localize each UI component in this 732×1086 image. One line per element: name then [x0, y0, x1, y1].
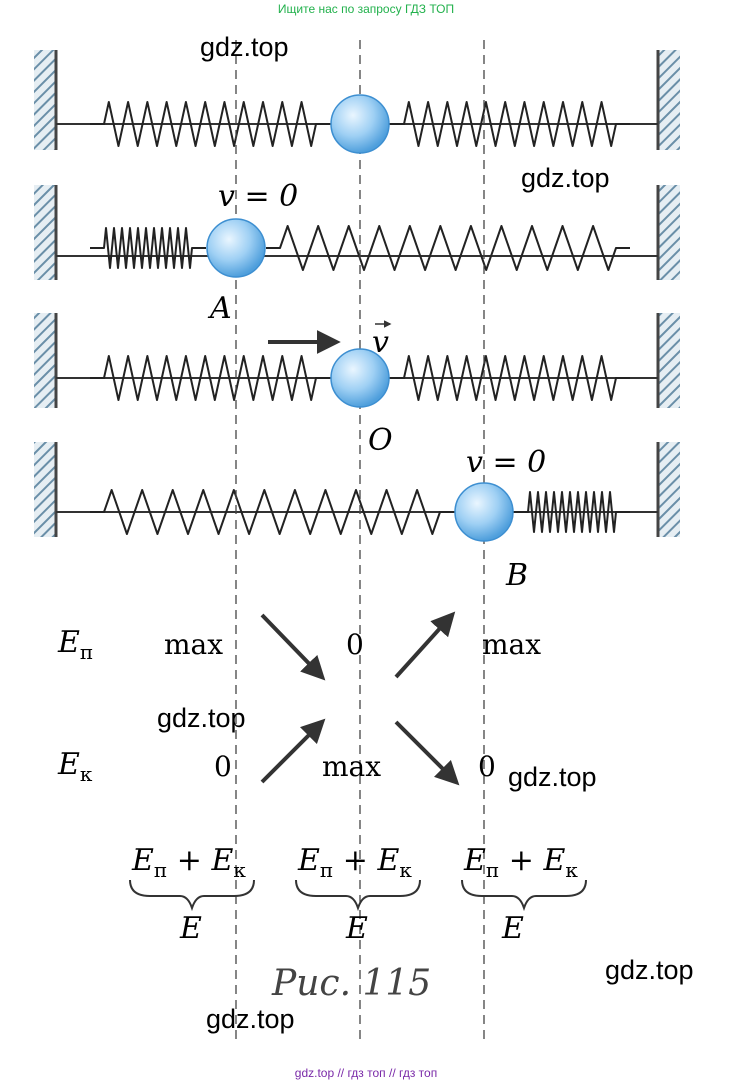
potential-value-b: max: [482, 628, 541, 661]
potential-energy-symbol: Eп: [57, 625, 93, 664]
right-wall-4: [658, 442, 680, 537]
arrow-potential-b-up: [394, 611, 456, 679]
spring-pendulum-figure: v = 0 A v O v = 0 B Eп Eк max 0 max 0 ma…: [34, 40, 680, 1040]
watermark-6: gdz.top: [206, 1004, 295, 1034]
balls: [206, 94, 514, 542]
label-v-zero-b: v = 0: [466, 445, 546, 480]
label-point-o: O: [368, 423, 393, 458]
left-wall-2: [34, 185, 56, 280]
footer-banner: gdz.top // гдз топ // гдз топ: [294, 1066, 438, 1080]
energy-total-a: E: [179, 911, 202, 946]
watermark-5: gdz.top: [605, 955, 694, 985]
energy-sum-b: Eп + Eк E: [461, 843, 587, 946]
right-wall-1: [658, 50, 680, 150]
energy-total-o: E: [345, 911, 368, 946]
svg-text:Eп + Eк: Eп + Eк: [463, 843, 578, 882]
watermark-3: gdz.top: [157, 703, 246, 733]
watermark-4: gdz.top: [508, 762, 597, 792]
arrow-potential-a-down: [260, 613, 326, 681]
transition-arrows: [260, 611, 460, 786]
spring-row3-right: [390, 355, 630, 401]
kinetic-energy-symbol: Eк: [57, 747, 93, 786]
watermark-1: gdz.top: [200, 32, 289, 62]
figure-caption: Рис. 115: [271, 963, 431, 1004]
potential-value-o: 0: [346, 628, 364, 661]
arrow-kinetic-b-down: [394, 720, 460, 786]
spring-row1-right: [390, 101, 630, 147]
right-wall-3: [658, 313, 680, 408]
label-velocity: v: [372, 325, 389, 360]
spring-row2-left: [90, 227, 206, 269]
ball-position-b: [454, 482, 514, 542]
label-point-a: A: [207, 291, 232, 326]
spring-row1-left: [90, 101, 330, 147]
header-banner: Ищите нас по запросу ГДЗ ТОП: [277, 2, 455, 16]
kinetic-value-o: max: [322, 750, 381, 783]
springs: [90, 101, 630, 535]
energy-sum-o: Eп + Eк E: [295, 843, 421, 946]
energy-total-b: E: [501, 911, 524, 946]
left-wall-1: [34, 50, 56, 150]
watermark-2: gdz.top: [521, 163, 610, 193]
svg-text:Eп + Eк: Eп + Eк: [131, 843, 246, 882]
left-wall-4: [34, 442, 56, 537]
wall-right-group: [656, 50, 680, 537]
left-wall-3: [34, 313, 56, 408]
svg-text:Eп + Eк: Eп + Eк: [297, 843, 412, 882]
spring-row4-right: [514, 491, 630, 533]
spring-row4-left: [90, 489, 454, 535]
right-wall-2: [658, 185, 680, 280]
energy-sum-a: Eп + Eк E: [129, 843, 255, 946]
arrow-kinetic-a-up: [260, 718, 326, 784]
wall-left-group: [34, 50, 58, 537]
ball-position-o: [330, 348, 390, 408]
ball-position-a: [206, 218, 266, 278]
kinetic-value-b: 0: [478, 750, 496, 783]
ball-equilibrium-top: [330, 94, 390, 154]
label-v-zero-a: v = 0: [218, 179, 298, 214]
label-point-b: B: [505, 558, 528, 593]
spring-row3-left: [90, 355, 330, 401]
spring-row2-right: [266, 225, 630, 271]
potential-value-a: max: [164, 628, 223, 661]
kinetic-value-a: 0: [214, 750, 232, 783]
